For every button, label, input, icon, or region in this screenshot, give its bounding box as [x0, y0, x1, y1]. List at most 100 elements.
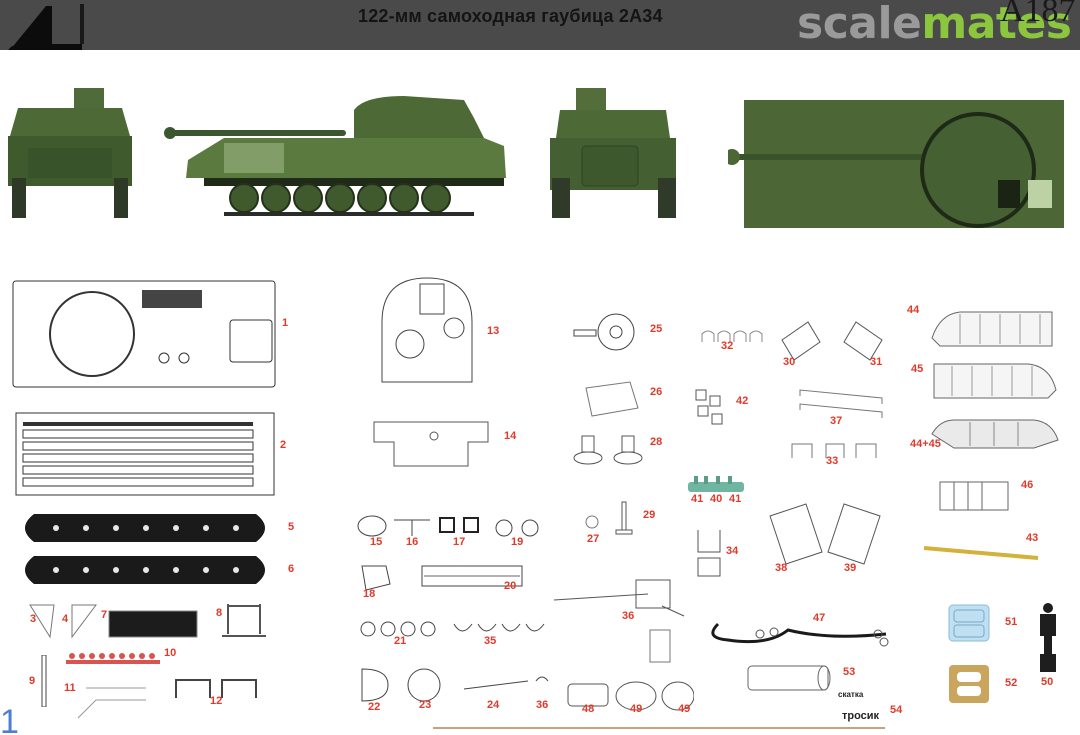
part-number-label: 38 [775, 562, 788, 574]
part-number-label: 11 [64, 682, 76, 694]
parts-22-24-36-row [361, 668, 549, 702]
part-number-label: 10 [164, 647, 177, 659]
part-33-handles [791, 443, 877, 458]
part-37-rails [799, 389, 883, 418]
al-miniatures-logo-icon [8, 4, 84, 50]
part-number-label: 54 [890, 704, 903, 716]
part-13-turret-rear [381, 277, 473, 383]
side-view-illustration [164, 96, 506, 216]
part-number-label: 17 [453, 536, 466, 548]
part-number-label: 21 [394, 635, 407, 647]
part-number-label: 34 [726, 545, 739, 557]
front-view-illustration [8, 88, 132, 218]
part-number-label: 2 [280, 439, 287, 451]
top-view-illustration [728, 100, 1064, 228]
part-number-label: 25 [650, 323, 663, 335]
parts-40-41-sprue [688, 476, 744, 492]
part-32-staples [701, 330, 763, 342]
part-number-label: 41 [729, 493, 742, 505]
part-number-label: 19 [511, 536, 524, 548]
scalemates-watermark: scalemates [797, 0, 1072, 49]
part-number-label: 39 [844, 562, 857, 574]
part-number-label: 24 [487, 699, 500, 711]
parts-30-31-racks [781, 321, 883, 361]
part-number-label: 31 [870, 356, 883, 368]
part-number-label: 43 [1026, 532, 1039, 544]
part-8-bracket [222, 604, 266, 637]
part-34-fork [697, 530, 721, 577]
part-number-label: 44 [907, 304, 920, 316]
part-number-label: 51 [1005, 616, 1018, 628]
part-25-reel [573, 313, 635, 351]
part-number-label: 1 [282, 317, 289, 329]
part-number-label: 22 [368, 701, 381, 713]
part-42-lattice [695, 389, 723, 425]
parts-38-39-stowage [769, 503, 881, 565]
caption-skatka: скатка [838, 690, 864, 699]
parts-15-19-row [357, 515, 539, 537]
part-number-label: 5 [288, 521, 295, 533]
part-number-label: 18 [363, 588, 376, 600]
part-number-label: 46 [1021, 479, 1034, 491]
part-number-label: 20 [504, 580, 517, 592]
part-9-rod [41, 655, 47, 707]
part-number-label: 40 [710, 493, 723, 505]
part-number-label: 26 [650, 386, 663, 398]
part-number-label: 32 [721, 340, 734, 352]
part-18-periscope [361, 565, 391, 591]
part-50-figure [1040, 603, 1056, 672]
part-47-cable [711, 622, 889, 647]
part-26-box [585, 381, 639, 417]
part-number-label: 44+45 [910, 438, 941, 450]
part-number-label: 41 [691, 493, 704, 505]
part-number-label: 49 [678, 703, 691, 715]
part-14-plate [373, 421, 489, 467]
part-number-label: 6 [288, 563, 295, 575]
part-number-label: 29 [643, 509, 656, 521]
part-1-hull-plate [12, 280, 276, 388]
part-number-label: 42 [736, 395, 749, 407]
part-10-bolts [66, 653, 160, 664]
page-number: 1 [0, 703, 19, 735]
header-bar: 122-мм самоходная гаубица 2А34 scalemate… [0, 0, 1080, 50]
part-number-label: 7 [101, 609, 108, 621]
caption-trosik: тросик [842, 710, 880, 722]
part-number-label: 49 [630, 703, 643, 715]
page-title: 122-мм самоходная гаубица 2А34 [358, 6, 663, 26]
part-number-label: 36 [622, 610, 635, 622]
part-11-sprue [77, 687, 146, 719]
part-number-label: 30 [783, 356, 796, 368]
part-number-label: 47 [813, 612, 826, 624]
part-number-label: 53 [843, 666, 856, 678]
part-number-label: 23 [419, 699, 432, 711]
rear-view-illustration [550, 88, 676, 218]
part-number-label: 12 [210, 695, 223, 707]
part-number-label: 4 [62, 613, 69, 625]
part-number-label: 35 [484, 635, 497, 647]
part-container [649, 629, 671, 663]
part-number-label: 36 [536, 699, 549, 711]
part-number-label: 33 [826, 455, 839, 467]
part-number-label: 28 [650, 436, 663, 448]
catalog-number: A187 [1000, 0, 1076, 29]
part-20-box [421, 565, 523, 587]
part-51-clear-part [948, 604, 990, 642]
part-number-label: 52 [1005, 677, 1018, 689]
part-number-label: 15 [370, 536, 383, 548]
part-number-label: 14 [504, 430, 517, 442]
part-number-label: 48 [582, 703, 595, 715]
part-46-ladder [939, 481, 1009, 511]
part-number-label: 9 [29, 675, 36, 687]
part-number-label: 37 [830, 415, 843, 427]
part-number-label: 13 [487, 325, 500, 337]
part-53-bedroll [747, 665, 831, 691]
part-number-label: 8 [216, 607, 223, 619]
part-number-label: 45 [911, 363, 924, 375]
part-45-fender [933, 363, 1057, 399]
part-number-label: 50 [1041, 676, 1054, 688]
part-6-track [25, 556, 265, 584]
part-54-wire-line [433, 727, 885, 729]
part-3-4-triangles [29, 604, 97, 639]
part-28-knobs [573, 435, 643, 465]
